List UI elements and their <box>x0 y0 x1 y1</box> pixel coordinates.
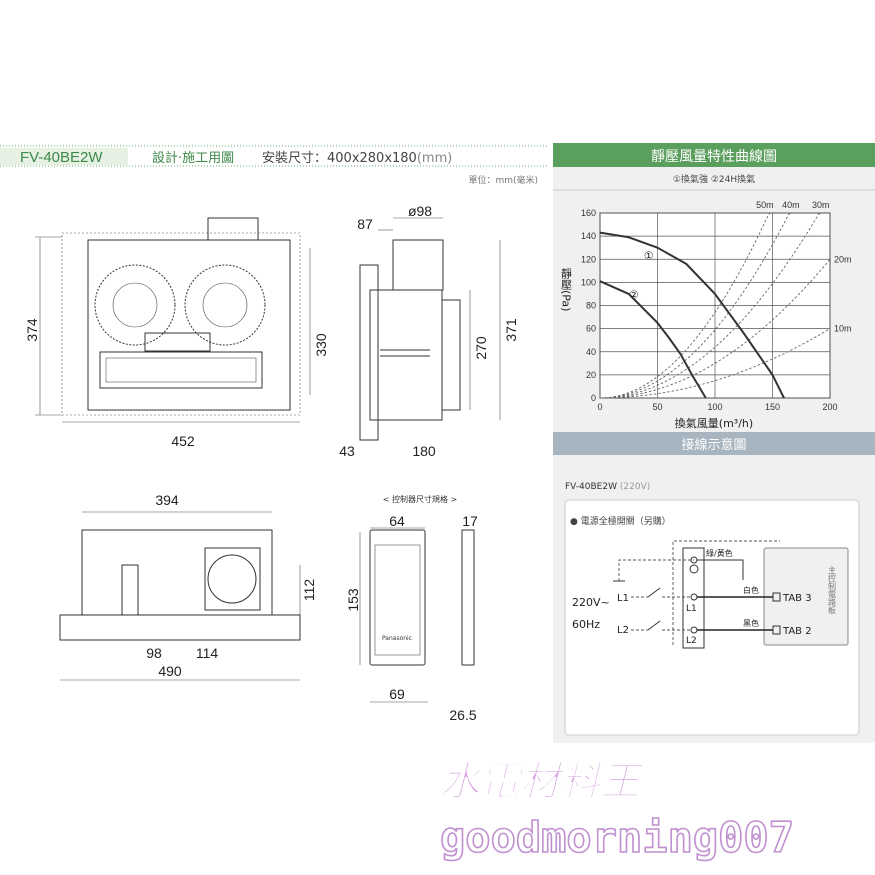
supply-frequency: 60Hz <box>572 618 600 631</box>
x-axis-label: 換氣風量(m³/h) <box>675 416 753 430</box>
top-view-drawing <box>35 217 311 423</box>
y-tick-label: 40 <box>586 347 596 357</box>
model-badge <box>0 148 128 165</box>
dim-duct-diameter: ø98 <box>408 203 432 219</box>
y-tick-label: 60 <box>586 324 596 334</box>
series-label-2: ② <box>629 289 639 302</box>
dim-98: 98 <box>146 645 162 661</box>
x-tick-label: 150 <box>765 402 780 412</box>
subtitle: 設計·施工用圖 <box>152 150 234 166</box>
dim-43: 43 <box>339 443 355 459</box>
line-l2: L2 <box>617 625 629 636</box>
x-tick-label: 50 <box>652 402 662 412</box>
dim-374: 374 <box>24 318 40 342</box>
wiring-model: FV-40BE2W (220V) <box>565 482 650 492</box>
controller-title: < 控制器尺寸規格 > <box>383 494 458 504</box>
dim-371: 371 <box>503 318 519 342</box>
dim-330: 330 <box>313 333 329 357</box>
board-label: 主控制電路板 <box>828 565 837 615</box>
duct-curve-10m <box>599 328 831 399</box>
x-tick-label: 100 <box>707 402 722 412</box>
dim-490: 490 <box>158 663 182 679</box>
dim-114: 114 <box>196 645 219 661</box>
x-tick-label: 0 <box>597 402 602 412</box>
chart-plot: 0 20 40 60 80 100 120 140 160 0 50 100 150 200 10m 20m 5… <box>581 200 852 412</box>
supply-voltage: 220V~ <box>572 596 610 609</box>
dim-17: 17 <box>462 513 478 529</box>
switch-note: ● 電源全極開關（另購） <box>570 515 671 527</box>
duct-curve-label: 30m <box>812 200 830 210</box>
dim-270: 270 <box>473 336 489 360</box>
y-tick-label: 160 <box>581 208 596 218</box>
series-line-1 <box>599 231 785 399</box>
duct-curve-label: 20m <box>834 254 852 264</box>
dim-69: 69 <box>389 686 405 702</box>
chart-legend: ①換氣強 ②24H換氣 <box>673 173 755 185</box>
dim-180: 180 <box>412 443 436 459</box>
y-tick-label: 80 <box>586 301 596 311</box>
y-axis-label: 靜壓(Pa) <box>560 267 573 312</box>
x-tick-label: 200 <box>822 402 837 412</box>
duct-curve-label: 50m <box>756 200 774 210</box>
controller-drawing <box>359 527 475 703</box>
watermark-line2: goodmorning007 <box>440 813 794 862</box>
install-size: 安裝尺寸：400x280x180(mm) <box>262 151 452 166</box>
tab3-label: TAB 3 <box>782 593 812 604</box>
duct-curve-40m <box>599 212 792 399</box>
wiring-title: 接線示意圖 <box>681 437 746 453</box>
series-label-1: ① <box>644 249 654 262</box>
y-tick-label: 20 <box>586 370 596 380</box>
duct-curve-50m <box>599 212 771 399</box>
dim-87: 87 <box>357 216 373 232</box>
y-tick-label: 140 <box>581 231 596 241</box>
duct-curve-label: 10m <box>834 324 852 334</box>
front-view-drawing <box>59 511 301 681</box>
dim-452: 452 <box>171 433 195 449</box>
wiring-diagram <box>613 540 849 649</box>
ground-wire-label: 綠/黃色 <box>706 548 733 558</box>
y-tick-label: 120 <box>581 254 596 264</box>
white-wire-label: 白色 <box>743 585 759 595</box>
black-wire-label: 黑色 <box>743 618 759 628</box>
tab2-label: TAB 2 <box>782 626 812 637</box>
chart-title: 靜壓風量特性曲線圖 <box>651 149 777 165</box>
series-line-2 <box>599 280 707 399</box>
line-l1: L1 <box>617 593 629 604</box>
side-view-drawing <box>359 217 501 441</box>
unit-note: 單位：mm(毫米) <box>468 174 538 186</box>
controller-brand: Panasonic <box>382 635 412 642</box>
model-name: FV-40BE2W <box>20 149 103 166</box>
dim-153: 153 <box>345 588 361 612</box>
dim-64: 64 <box>389 513 405 529</box>
duct-curve-label: 40m <box>782 200 800 210</box>
dim-112: 112 <box>301 579 317 602</box>
terminal-l1: L1 <box>686 604 697 614</box>
watermark-line1: 水電材料王 <box>440 759 645 805</box>
duct-curve-30m <box>599 212 822 399</box>
y-tick-label: 0 <box>591 393 596 403</box>
duct-curve-20m <box>599 258 831 399</box>
wiring-header <box>553 432 875 455</box>
dim-26-5: 26.5 <box>449 707 476 723</box>
y-tick-label: 100 <box>581 277 596 287</box>
chart-header <box>553 143 875 167</box>
dim-394: 394 <box>155 492 179 508</box>
terminal-l2: L2 <box>686 636 697 646</box>
